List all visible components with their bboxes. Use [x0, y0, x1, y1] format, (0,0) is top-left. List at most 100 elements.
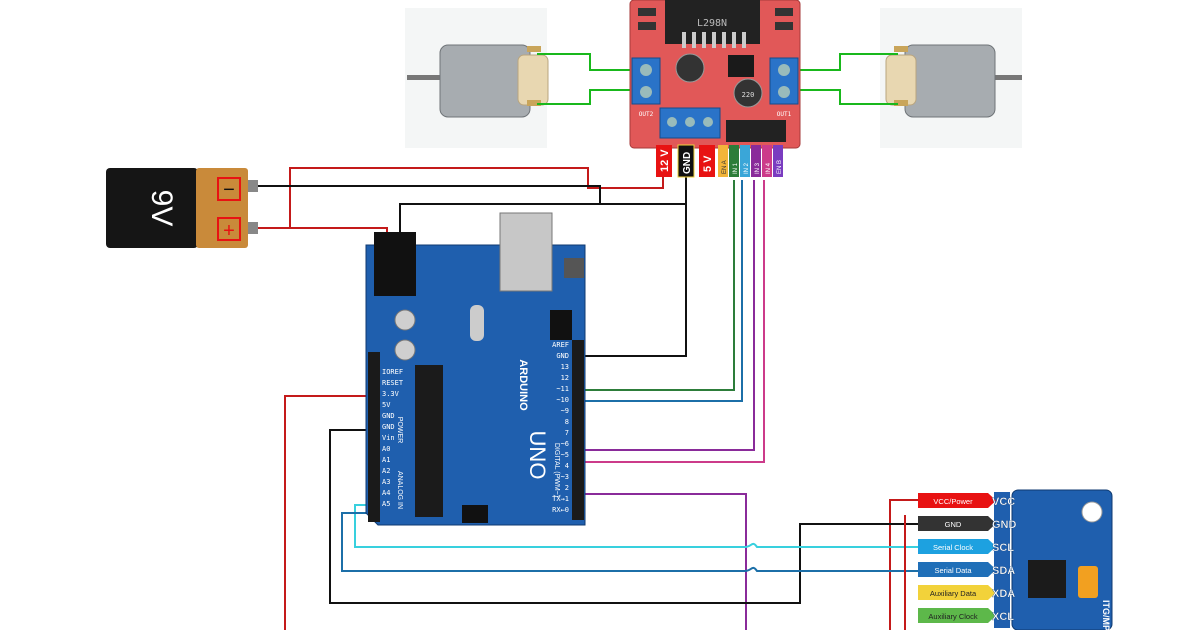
arduino-atmega-chip [415, 365, 443, 517]
screw-icon [640, 86, 652, 98]
motor-left-terminal-2 [527, 100, 541, 106]
screw-icon [640, 64, 652, 76]
wire-mpu-scl [354, 504, 918, 548]
wire-motor-right-1 [790, 53, 898, 71]
wire-mpu-vcc [889, 499, 918, 630]
driver-power-pin-tags: 12 V GND 5 V [656, 144, 715, 178]
arduino-analog-header-label: ANALOG IN [396, 471, 403, 509]
motor-right-body [904, 44, 996, 118]
arduino-left-pin-label: 3.3V [382, 390, 400, 398]
motor-left-body [439, 44, 531, 118]
arduino-uno: ARDUINO UNO DIGITAL (PWM~) POWER ANALOG … [365, 212, 586, 526]
arduino-right-pin-label: AREF [552, 341, 569, 349]
wire-mpu-vcc-arduino [284, 395, 368, 630]
arduino-right-pin-label: ~11 [556, 385, 569, 393]
motor-right [880, 8, 1022, 148]
driver-control-header [726, 120, 786, 142]
mpu-signal-tag-label: Auxiliary Data [930, 589, 977, 598]
pin-tag-5v-label: 5 V [702, 155, 714, 172]
arduino-crystal [470, 305, 484, 341]
pin-tag-gnd [677, 144, 695, 178]
mpu-signal-tag-arrow [988, 516, 996, 531]
screw-icon [703, 117, 713, 127]
pin-tag-12v [656, 145, 672, 177]
wire-in1 [578, 180, 735, 391]
arduino-right-pin-label: 2 [565, 484, 569, 492]
screw-icon [778, 64, 790, 76]
driver-out1-label: OUT1 [777, 111, 792, 118]
wire-mpu-sda [341, 512, 918, 572]
arduino-barrel-jack [374, 232, 416, 296]
driver-diode [638, 8, 656, 16]
mpu-chip [1028, 560, 1066, 598]
wire-in4 [578, 180, 765, 463]
driver-pins-top [682, 32, 746, 48]
battery-plus-label: + [223, 220, 235, 242]
wires [245, 167, 918, 630]
pin-tag-in4 [762, 145, 772, 177]
motor-right-terminal-2 [894, 100, 908, 106]
pin-tag-12v-label: 12 V [659, 149, 671, 172]
arduino-right-pin-label: 7 [565, 429, 569, 437]
driver-diode [638, 22, 656, 30]
mpu-signal-tag-label: Auxiliary Clock [928, 612, 977, 621]
mpu-component [1078, 566, 1098, 598]
battery-voltage-label: 9V [145, 190, 178, 227]
arduino-icsp-bottom [462, 505, 488, 523]
wire-motor-right-2 [790, 89, 898, 105]
arduino-right-pin-label: 8 [565, 418, 569, 426]
arduino-right-pin-label: TX→1 [552, 495, 569, 503]
pin-tag-5v [699, 145, 715, 177]
mpu-signal-tag [918, 608, 988, 623]
pin-tag-in2 [740, 145, 750, 177]
arduino-left-pin-label: GND [382, 412, 395, 420]
arduino-right-pin-label: ~9 [561, 407, 569, 415]
pin-tag-in3-label: IN 3 [755, 162, 761, 174]
arduino-power-header-label: POWER [396, 417, 403, 443]
arduino-right-pin-label: 12 [561, 374, 569, 382]
motor-right-terminal-1 [894, 46, 908, 52]
mpu-chip-label: ITG/MPU [1101, 600, 1111, 630]
arduino-right-pin-label: ~6 [561, 440, 569, 448]
arduino-left-pin-label: A3 [382, 478, 390, 486]
arduino-right-pin-label: ~10 [556, 396, 569, 404]
driver-capacitor-label: 220 [742, 91, 755, 99]
arduino-usb-port [499, 212, 553, 292]
mpu-signal-tag [918, 585, 988, 600]
wire-arduino-gnd [578, 204, 687, 357]
battery-minus-label: − [223, 179, 235, 201]
arduino-right-pin-label: GND [556, 352, 569, 360]
driver-diode [775, 22, 793, 30]
arduino-left-pin-label: A4 [382, 489, 390, 497]
battery-9v: 9V − + [106, 168, 258, 248]
mpu-pin-label: VCC [992, 496, 1015, 508]
mpu-signal-tag-label: Serial Clock [933, 543, 973, 552]
mpu-pin-label: SDA [992, 565, 1015, 577]
arduino-right-pin-label: 13 [561, 363, 569, 371]
mpu-signal-tag-arrow [988, 562, 996, 577]
wire-motor-left-2 [537, 89, 640, 105]
driver-capacitor-2 [733, 78, 763, 108]
battery-body [106, 168, 198, 248]
mpu-signal-tag [918, 516, 988, 531]
motor-left-endcap [517, 54, 549, 106]
wire-gnd-barrel [399, 203, 686, 238]
pin-tag-in3 [751, 145, 761, 177]
mpu-pin-label: GND [992, 519, 1017, 531]
mpu-signal-tag [918, 562, 988, 577]
motor-left [405, 8, 549, 148]
mpu-signal-tag [918, 493, 988, 508]
pin-tag-in1 [729, 145, 739, 177]
mpu-signal-tag-label: GND [945, 520, 962, 529]
driver-diode [775, 8, 793, 16]
arduino-right-header [572, 340, 584, 520]
arduino-left-pin-label: A1 [382, 456, 390, 464]
pin-tag-ena-label: EN A [722, 160, 728, 174]
arduino-digital-header-label: DIGITAL (PWM~) [553, 443, 560, 497]
mpu-signal-tag-arrow [988, 608, 996, 623]
motor-driver: L298N 220 OUT2 OUT1 [629, 0, 801, 149]
battery-cap [196, 168, 248, 248]
mpu-pin-label: XCL [992, 611, 1014, 623]
arduino-left-pin-label: A2 [382, 467, 390, 475]
